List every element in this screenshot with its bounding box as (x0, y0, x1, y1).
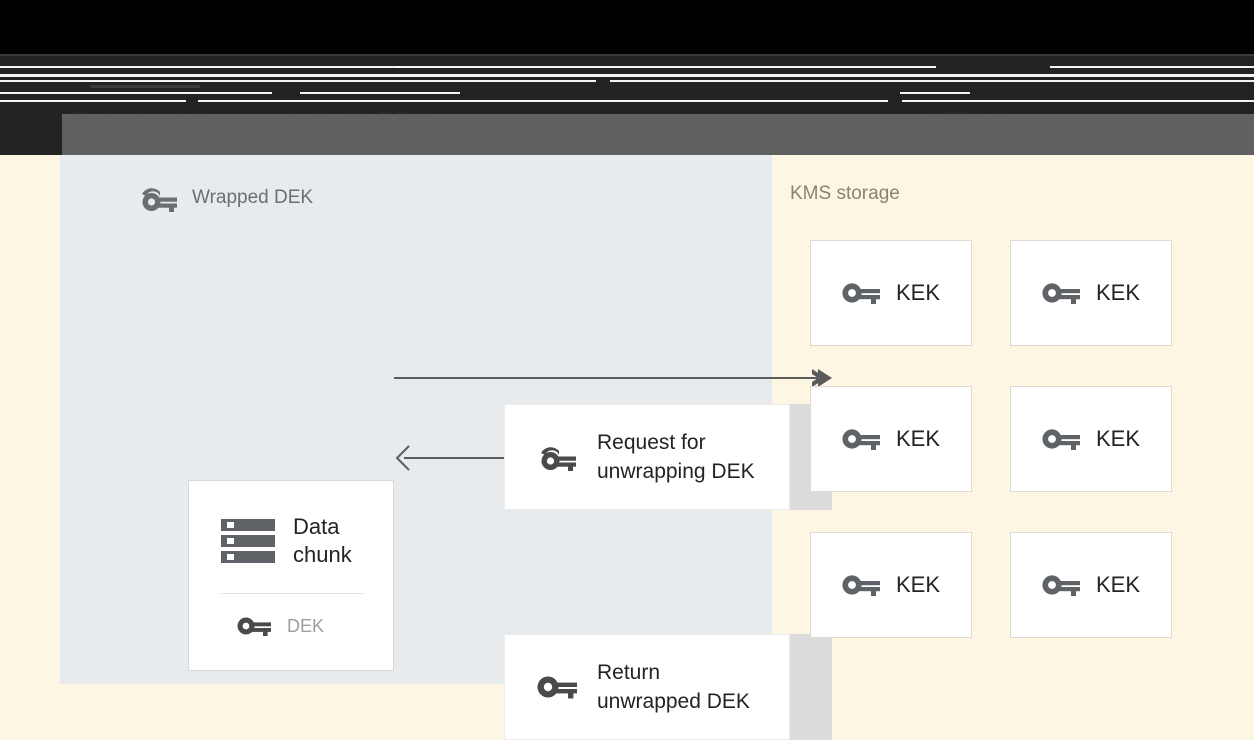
kek-card[interactable]: KEK (1010, 386, 1172, 492)
return-card-label: Return unwrapped DEK (597, 661, 750, 713)
scanline (900, 92, 970, 94)
kek-label: KEK (895, 280, 941, 305)
caption-right-text: KEK storage never on the disk (932, 106, 1111, 114)
kek-grid: KEK KEK KEK (810, 240, 1172, 638)
wrapped-dek-panel: Wrapped DEK (60, 155, 832, 740)
scanline (902, 100, 1254, 102)
scanline (0, 100, 186, 102)
kek-card[interactable]: KEK (1010, 532, 1172, 638)
request-arrow-line (394, 377, 822, 379)
request-unwrap-card[interactable]: Request for unwrapping DEK (504, 404, 790, 510)
kek-card[interactable]: KEK (810, 532, 972, 638)
request-arrow-head (812, 363, 834, 393)
return-unwrapped-card[interactable]: Return unwrapped DEK (504, 634, 790, 740)
wrapped-dek-label: Wrapped DEK (192, 187, 314, 208)
wrapped-key-icon (537, 442, 577, 472)
data-chunk-card[interactable]: Data chunk DEK (188, 480, 394, 671)
scanline (0, 74, 1254, 77)
key-icon (1042, 572, 1080, 598)
scanline (90, 85, 200, 88)
key-icon (1042, 426, 1080, 452)
scanline (300, 92, 460, 94)
kek-label: KEK (895, 572, 941, 597)
banner-caption-strip: Data chunk is encrypted with DEK and sto… (0, 54, 1254, 114)
kek-label: KEK (1095, 572, 1141, 597)
dek-row: DEK (237, 615, 324, 637)
dek-label: DEK (287, 615, 325, 636)
caption-left-text: Data chunk is encrypted with DEK and sto… (72, 106, 426, 114)
storage-chunk-icon (221, 516, 275, 566)
scanline (0, 54, 1254, 56)
kms-storage-heading: KMS storage (790, 183, 900, 204)
key-icon (842, 572, 880, 598)
kek-card[interactable]: KEK (810, 240, 972, 346)
scanline (610, 80, 1254, 82)
request-card-label: Request for unwrapping DEK (597, 431, 755, 483)
banner-black-strip (0, 0, 1254, 54)
card-divider (221, 593, 364, 594)
kek-card[interactable]: KEK (1010, 240, 1172, 346)
return-arrow-head (394, 444, 412, 472)
scanline (1050, 66, 1254, 68)
wrapped-dek-heading: Wrapped DEK (138, 183, 313, 213)
key-icon (842, 280, 880, 306)
wrapped-key-icon (138, 183, 178, 213)
data-chunk-row: Data chunk (221, 513, 352, 569)
key-icon (537, 673, 577, 701)
key-icon (842, 426, 880, 452)
banner-notch (0, 108, 62, 155)
kek-label: KEK (1095, 426, 1141, 451)
kek-card[interactable]: KEK (810, 386, 972, 492)
kek-label: KEK (895, 426, 941, 451)
scanline (198, 100, 888, 102)
data-chunk-title: Data chunk (293, 514, 352, 567)
scanline (0, 80, 596, 82)
banner-gray-bar (0, 114, 1254, 155)
key-icon (237, 615, 271, 637)
diagram-canvas: Wrapped DEK (0, 155, 1254, 740)
kek-label: KEK (1095, 280, 1141, 305)
scanline (396, 66, 936, 68)
scanline (0, 66, 400, 68)
scanline (0, 92, 272, 94)
key-icon (1042, 280, 1080, 306)
